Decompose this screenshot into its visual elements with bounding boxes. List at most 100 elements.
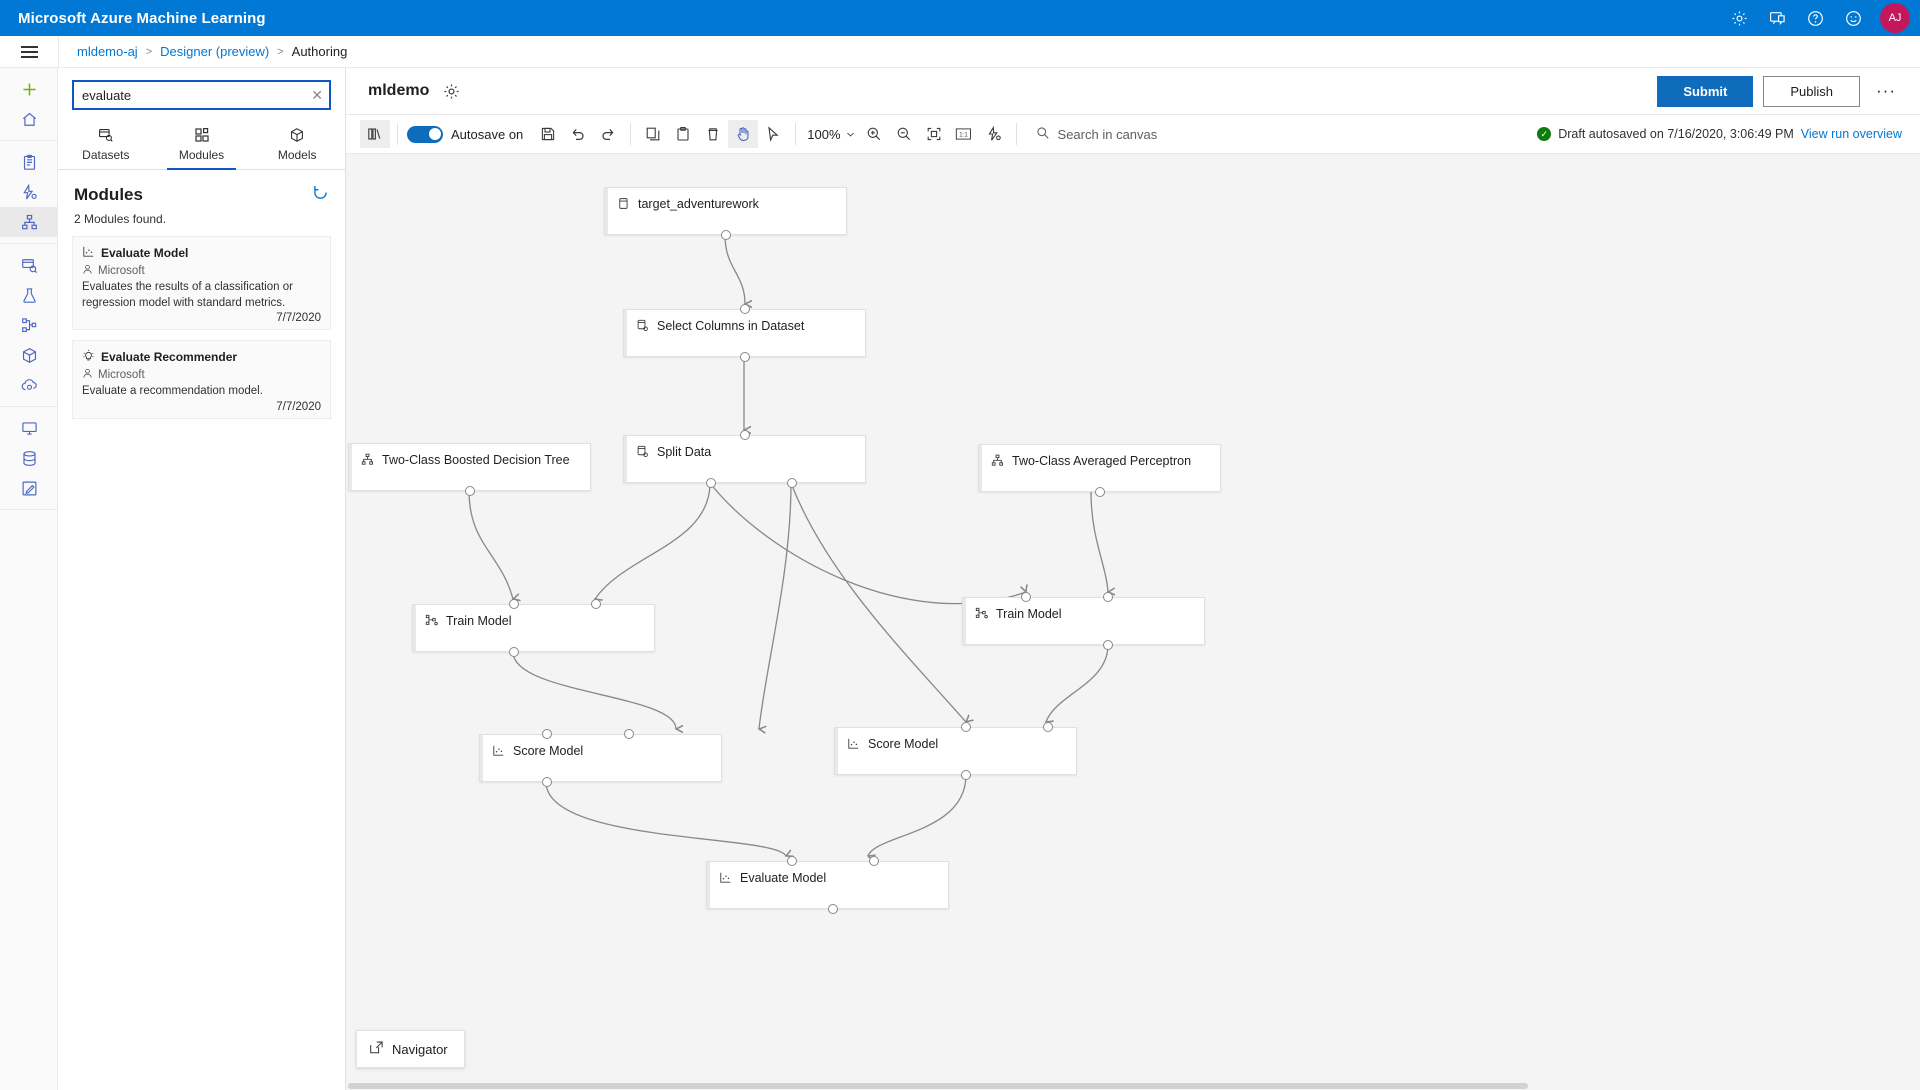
auto-layout-button[interactable] [979, 120, 1009, 148]
node-output-port[interactable] [1103, 640, 1113, 650]
node-input-port-1[interactable] [961, 722, 971, 732]
canvas-node-label: Score Model [868, 737, 939, 751]
autosave-toggle[interactable] [407, 125, 443, 143]
canvas-node-evaluate-model[interactable]: Evaluate Model [706, 856, 949, 914]
add-icon[interactable] [0, 74, 58, 104]
canvas-node-split-data[interactable]: Split Data [623, 430, 866, 488]
avatar[interactable]: AJ [1880, 3, 1910, 33]
endpoints-icon[interactable] [0, 370, 58, 400]
list-item[interactable]: Evaluate Recommender Microsoft Evaluate … [72, 340, 331, 419]
tab-models[interactable]: Models [249, 120, 345, 169]
zoom-in-button[interactable] [859, 120, 889, 148]
node-input-port-2[interactable] [624, 729, 634, 739]
delete-button[interactable] [698, 120, 728, 148]
redo-button[interactable] [593, 120, 623, 148]
node-output-port[interactable] [465, 486, 475, 496]
node-input-port[interactable] [740, 304, 750, 314]
copy-button[interactable] [638, 120, 668, 148]
zoom-to-fit-button[interactable] [919, 120, 949, 148]
compute-icon[interactable] [0, 413, 58, 443]
canvas-node-train-model-right[interactable]: Train Model [962, 592, 1205, 650]
labeling-icon[interactable] [0, 473, 58, 503]
tab-datasets[interactable]: Datasets [58, 120, 154, 169]
toolbar-divider [1015, 123, 1017, 145]
models-icon[interactable] [0, 340, 58, 370]
canvas-node-two-class-averaged-perceptron[interactable]: Two-Class Averaged Perceptron [978, 444, 1221, 497]
canvas-node-train-model-left[interactable]: Train Model [412, 599, 655, 657]
canvas-node-score-model-right[interactable]: Score Model [834, 722, 1077, 780]
feedback-icon[interactable] [1760, 0, 1794, 36]
node-output-port[interactable] [740, 352, 750, 362]
page-title: Modules [74, 185, 143, 204]
sidebar-item-designer[interactable] [0, 207, 58, 237]
search-input[interactable] [74, 82, 329, 108]
node-output-port-2[interactable] [787, 478, 797, 488]
breadcrumb-workspace[interactable]: mldemo-aj [77, 44, 138, 59]
experiments-icon[interactable] [0, 280, 58, 310]
save-button[interactable] [533, 120, 563, 148]
pipeline-canvas[interactable]: target_adventurework Select Columns in D… [346, 154, 1920, 1090]
automl-icon[interactable] [0, 177, 58, 207]
module-author: Microsoft [98, 265, 145, 277]
paste-button[interactable] [668, 120, 698, 148]
node-input-port-1[interactable] [509, 599, 519, 609]
score-icon [847, 737, 860, 755]
node-input-port-1[interactable] [542, 729, 552, 739]
view-run-overview-link[interactable]: View run overview [1800, 127, 1902, 141]
scrollbar-thumb[interactable] [348, 1083, 1528, 1089]
node-input-port-2[interactable] [1103, 592, 1113, 602]
smiley-icon[interactable] [1836, 0, 1870, 36]
node-input-port-2[interactable] [1043, 722, 1053, 732]
node-output-port[interactable] [961, 770, 971, 780]
select-tool-button[interactable] [758, 120, 788, 148]
datastores-icon[interactable] [0, 443, 58, 473]
algorithm-icon [361, 453, 374, 471]
canvas-node-two-class-boosted-decision-tree[interactable]: Two-Class Boosted Decision Tree [348, 443, 591, 496]
node-output-port[interactable] [721, 230, 731, 240]
pipelines-icon[interactable] [0, 310, 58, 340]
menu-hamburger-icon[interactable] [0, 36, 58, 68]
notebooks-icon[interactable] [0, 147, 58, 177]
node-input-port-2[interactable] [591, 599, 601, 609]
home-icon[interactable] [0, 104, 58, 134]
navigator-button[interactable]: Navigator [356, 1030, 465, 1068]
zoom-out-button[interactable] [889, 120, 919, 148]
node-input-port-2[interactable] [869, 856, 879, 866]
node-output-port[interactable] [828, 904, 838, 914]
pan-tool-button[interactable] [728, 120, 759, 148]
canvas-node-score-model-left[interactable]: Score Model [479, 729, 722, 787]
tab-modules[interactable]: Modules [154, 120, 250, 170]
canvas-search-input[interactable]: Search in canvas [1024, 126, 1157, 143]
node-output-port-1[interactable] [706, 478, 716, 488]
clear-search-icon[interactable]: ✕ [311, 87, 323, 103]
canvas-node-select-columns-in-dataset[interactable]: Select Columns in Dataset [623, 304, 866, 362]
undo-button[interactable] [563, 120, 593, 148]
canvas-node-target-adventurework[interactable]: target_adventurework [604, 187, 847, 240]
datasets-icon[interactable] [0, 250, 58, 280]
node-output-port[interactable] [542, 777, 552, 787]
node-input-port-1[interactable] [787, 856, 797, 866]
search-box[interactable]: ✕ [72, 80, 331, 110]
node-input-port[interactable] [740, 430, 750, 440]
actual-size-button[interactable]: 1:1 [949, 120, 979, 148]
designer-header: mldemo Submit Publish ··· [346, 68, 1920, 115]
help-icon[interactable] [1798, 0, 1832, 36]
module-name: Evaluate Recommender [101, 350, 238, 365]
canvas-horizontal-scrollbar[interactable] [346, 1082, 1920, 1090]
node-input-port-1[interactable] [1021, 592, 1031, 602]
pipeline-edges [468, 234, 1920, 1090]
zoom-level-selector[interactable]: 100% [803, 127, 858, 142]
train-icon [975, 607, 988, 625]
refresh-icon[interactable] [312, 184, 329, 206]
node-output-port[interactable] [1095, 487, 1105, 497]
list-item[interactable]: Evaluate Model Microsoft Evaluates the r… [72, 236, 331, 331]
breadcrumb-designer[interactable]: Designer (preview) [160, 44, 270, 59]
node-output-port[interactable] [509, 647, 519, 657]
module-title-row: Evaluate Model [82, 245, 321, 261]
submit-button[interactable]: Submit [1657, 75, 1754, 107]
publish-button[interactable]: Publish [1763, 75, 1861, 107]
panel-toggle-icon[interactable] [360, 120, 390, 148]
more-options-icon[interactable]: ··· [1876, 81, 1896, 100]
pipeline-settings-gear-icon[interactable] [443, 83, 460, 100]
gear-icon[interactable] [1722, 0, 1756, 36]
